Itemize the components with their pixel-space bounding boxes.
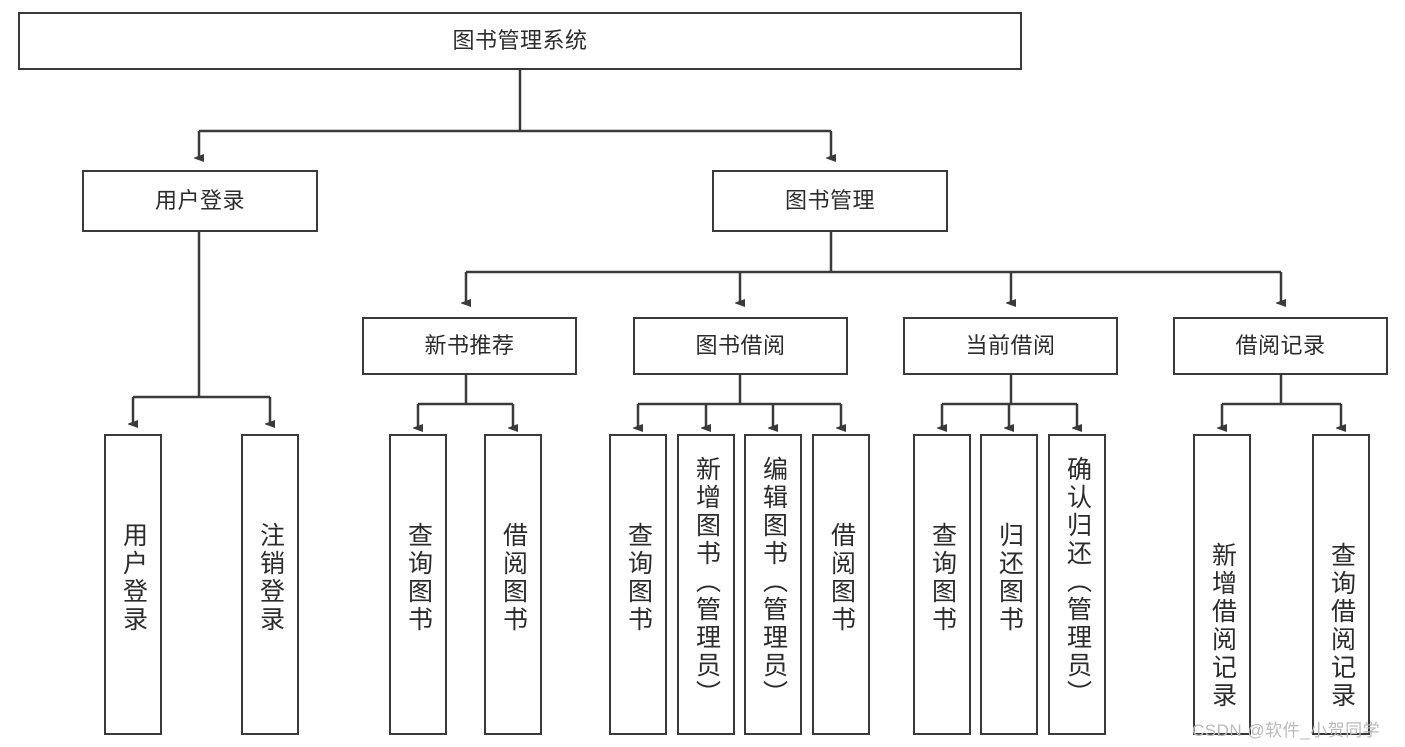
- node-label: 借阅记录: [1235, 332, 1326, 358]
- node-user-login[interactable]: 用户登录: [82, 170, 318, 232]
- node-label: 编辑图书（管理员）: [759, 456, 788, 708]
- node-book-management[interactable]: 图书管理: [712, 170, 948, 232]
- leaf-new-book-query-book[interactable]: 查询图书: [389, 434, 447, 735]
- node-label: 归还图书: [995, 522, 1024, 634]
- leaf-borrow-record-add-record[interactable]: 新增借阅记录: [1193, 434, 1251, 735]
- leaf-borrow-record-query-record[interactable]: 查询借阅记录: [1312, 434, 1370, 735]
- node-label: 图书借阅: [695, 332, 786, 358]
- node-label: 用户登录: [119, 522, 148, 634]
- leaf-book-borrow-add-book-admin[interactable]: 新增图书（管理员）: [677, 434, 735, 735]
- node-label: 图书管理: [784, 187, 875, 213]
- node-label: 新增图书（管理员）: [692, 456, 721, 708]
- node-current-borrow[interactable]: 当前借阅: [903, 317, 1118, 375]
- leaf-book-borrow-borrow-book[interactable]: 借阅图书: [812, 434, 870, 735]
- leaf-user-login-logout[interactable]: 注销登录: [241, 434, 299, 735]
- node-label: 确认归还（管理员）: [1063, 456, 1092, 708]
- leaf-new-book-borrow-book[interactable]: 借阅图书: [484, 434, 542, 735]
- node-label: 查询图书: [404, 522, 433, 634]
- leaf-book-borrow-query-book[interactable]: 查询图书: [609, 434, 667, 735]
- node-label: 新增借阅记录: [1208, 542, 1237, 710]
- node-label: 查询图书: [624, 522, 653, 634]
- node-label: 借阅图书: [499, 522, 528, 634]
- leaf-current-borrow-query-book[interactable]: 查询图书: [913, 434, 971, 735]
- leaf-current-borrow-confirm-return-admin[interactable]: 确认归还（管理员）: [1048, 434, 1106, 735]
- node-label: 图书管理系统: [452, 27, 588, 53]
- node-label: 用户登录: [154, 187, 245, 213]
- leaf-book-borrow-edit-book-admin[interactable]: 编辑图书（管理员）: [744, 434, 802, 735]
- leaf-user-login-login[interactable]: 用户登录: [104, 434, 162, 735]
- node-book-borrow[interactable]: 图书借阅: [633, 317, 848, 375]
- node-root-book-management-system[interactable]: 图书管理系统: [18, 12, 1022, 70]
- node-label: 查询图书: [928, 522, 957, 634]
- node-label: 当前借阅: [965, 332, 1056, 358]
- node-label: 注销登录: [256, 522, 285, 634]
- node-label: 查询借阅记录: [1327, 542, 1356, 710]
- node-borrow-record[interactable]: 借阅记录: [1173, 317, 1388, 375]
- csdn-watermark: CSDN @软件_小贺同学: [1192, 721, 1381, 740]
- node-new-book-recommend[interactable]: 新书推荐: [362, 317, 577, 375]
- node-label: 借阅图书: [827, 522, 856, 634]
- node-label: 新书推荐: [424, 332, 515, 358]
- leaf-current-borrow-return-book[interactable]: 归还图书: [980, 434, 1038, 735]
